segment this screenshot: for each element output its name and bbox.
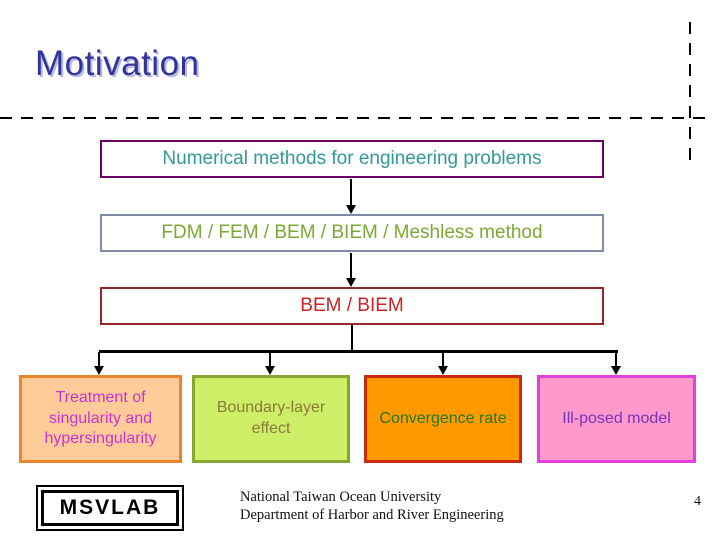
arrow-shaft bbox=[350, 253, 352, 279]
arrow-shaft bbox=[269, 352, 271, 367]
flow-box-methods-list: FDM / FEM / BEM / BIEM / Meshless method bbox=[100, 214, 604, 252]
leaf-box-boundary-layer-effect: Boundary-layer effect bbox=[192, 375, 350, 463]
footer-university-line: National Taiwan Ocean University bbox=[240, 489, 442, 505]
flow-box-methods-list-label: FDM / FEM / BEM / BIEM / Meshless method bbox=[161, 222, 543, 243]
down-arrow-to-boundary-layer bbox=[265, 352, 275, 375]
right-margin-dashed-line bbox=[689, 22, 691, 165]
msvlab-logo: MSVLAB bbox=[36, 485, 184, 531]
footer-institution-text: National Taiwan Ocean University Departm… bbox=[240, 488, 504, 524]
arrow-head-icon bbox=[346, 205, 356, 214]
arrow-head-icon bbox=[265, 366, 275, 375]
arrow-head-icon bbox=[611, 366, 621, 375]
down-arrow-to-ill-posed bbox=[611, 352, 621, 375]
arrow-shaft bbox=[442, 352, 444, 367]
leaf-box-treatment-label: Treatment of singularity and hypersingul… bbox=[44, 388, 157, 448]
connector-vertical-stub bbox=[351, 324, 353, 352]
flow-box-bem-biem-label: BEM / BIEM bbox=[300, 295, 404, 316]
down-arrow-level2-to-level3 bbox=[346, 253, 356, 287]
connector-horizontal-line bbox=[99, 350, 618, 353]
leaf-box-ill-posed-model: Ill-posed model bbox=[537, 375, 696, 463]
arrow-shaft bbox=[350, 179, 352, 206]
page-title: Motivation bbox=[35, 44, 200, 83]
leaf-box-ill-posed-label: Ill-posed model bbox=[562, 409, 671, 427]
flow-box-numerical-methods: Numerical methods for engineering proble… bbox=[100, 140, 604, 178]
leaf-box-convergence-label: Convergence rate bbox=[379, 409, 507, 427]
title-underline-dashed-line bbox=[0, 117, 707, 119]
arrow-head-icon bbox=[346, 278, 356, 287]
arrow-shaft bbox=[615, 352, 617, 367]
leaf-box-boundary-layer-label: Boundary-layer effect bbox=[216, 399, 326, 437]
down-arrow-to-convergence bbox=[438, 352, 448, 375]
arrow-shaft bbox=[98, 352, 100, 367]
leaf-box-treatment-of-singularity: Treatment of singularity and hypersingul… bbox=[19, 375, 182, 463]
footer-department-line: Department of Harbor and River Engineeri… bbox=[240, 507, 504, 524]
flow-box-bem-biem: BEM / BIEM bbox=[100, 287, 604, 325]
msvlab-logo-text: MSVLAB bbox=[41, 490, 179, 526]
arrow-head-icon bbox=[438, 366, 448, 375]
page-number: 4 bbox=[694, 494, 701, 509]
flow-box-numerical-methods-label: Numerical methods for engineering proble… bbox=[162, 148, 542, 169]
down-arrow-level1-to-level2 bbox=[346, 179, 356, 214]
down-arrow-to-treatment bbox=[94, 352, 104, 375]
arrow-head-icon bbox=[94, 366, 104, 375]
leaf-box-convergence-rate: Convergence rate bbox=[364, 375, 522, 463]
